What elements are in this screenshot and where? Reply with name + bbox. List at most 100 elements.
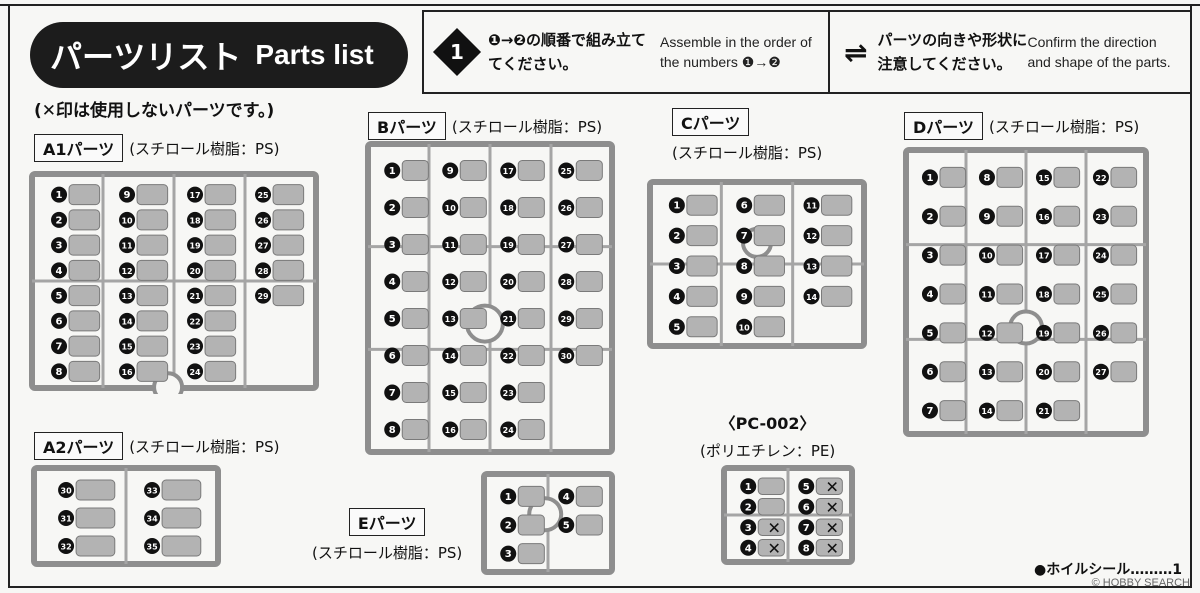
sprue-d-part-9 bbox=[996, 205, 1024, 227]
sprue-b-number-1: 1 bbox=[389, 166, 396, 177]
sprue-a1-number-10: 10 bbox=[121, 216, 133, 225]
sprue-c-part-3 bbox=[686, 255, 718, 277]
section-d-header: Dパーツ (スチロール樹脂：PS) bbox=[904, 112, 1139, 140]
sprue-d-number-14: 14 bbox=[981, 407, 993, 416]
sprue-b-badge-15 bbox=[442, 384, 459, 401]
sprue-pc-number-2: 2 bbox=[745, 502, 752, 513]
title-en: Parts list bbox=[255, 39, 374, 70]
sprue-b-badge-29 bbox=[558, 310, 575, 327]
sprue-b-number-13: 13 bbox=[445, 315, 456, 324]
sprue-d-badge-17 bbox=[1035, 247, 1052, 264]
sprue-d-part-22 bbox=[1110, 166, 1138, 188]
sprue-d-badge-6 bbox=[921, 363, 938, 380]
sprue-b-number-15: 15 bbox=[445, 389, 457, 398]
sprue-d-badge-5 bbox=[921, 324, 938, 341]
section-c-material: (スチロール樹脂：PS) bbox=[672, 144, 823, 162]
sprue-d-number-18: 18 bbox=[1038, 291, 1050, 300]
sprue-c-badge-10 bbox=[736, 318, 753, 335]
sprue-a1-badge-4 bbox=[51, 262, 68, 279]
sprue-b-badge-4 bbox=[384, 273, 401, 290]
sprue-a1-part-11 bbox=[136, 234, 169, 256]
section-b-header: Bパーツ (スチロール樹脂：PS) bbox=[368, 112, 602, 140]
sprue-e-part-4 bbox=[575, 485, 603, 507]
sprue-c-badge-3 bbox=[668, 258, 685, 274]
sprue-b-badge-19 bbox=[500, 236, 517, 253]
sprue-pc-number-3: 3 bbox=[745, 523, 752, 534]
sprue-b-badge-9 bbox=[442, 162, 459, 179]
sprue-a1-part-26 bbox=[272, 209, 305, 231]
sprue-c-badge-6 bbox=[736, 197, 753, 214]
sprue-d-badge-21 bbox=[1035, 402, 1052, 419]
sprue-a2-badge-33 bbox=[144, 482, 161, 498]
sprue-a1-part-7 bbox=[68, 335, 101, 357]
sprue-d-badge-20 bbox=[1035, 363, 1052, 380]
sprue-a1-number-22: 22 bbox=[189, 317, 200, 326]
sprue-b-part-3 bbox=[401, 234, 429, 255]
sprue-a1-badge-14 bbox=[119, 312, 136, 329]
section-a1-header: A1パーツ (スチロール樹脂：PS) bbox=[34, 134, 279, 162]
sprue-a2-badge-31 bbox=[58, 510, 75, 526]
sprue-pc-part-5 bbox=[815, 477, 843, 495]
sprue-d-number-7: 7 bbox=[926, 406, 933, 417]
sprue-pc-part-6 bbox=[815, 498, 843, 516]
sprue-d-number-24: 24 bbox=[1095, 252, 1107, 261]
sprue-a1-svg: 1234567891011121314151617181920212223242… bbox=[29, 171, 319, 394]
sprue-e-badge-4 bbox=[558, 488, 575, 505]
sprue-a1-badge-9 bbox=[119, 186, 136, 203]
sprue-c-number-11: 11 bbox=[806, 202, 818, 211]
sprue-d-part-20 bbox=[1053, 361, 1081, 383]
sprue-d-part-23 bbox=[1110, 205, 1138, 227]
sprue-a1-number-27: 27 bbox=[257, 242, 268, 251]
sprue-d-part-4 bbox=[939, 283, 967, 305]
sprue-a1-number-25: 25 bbox=[257, 191, 269, 200]
sprue-d-part-18 bbox=[1053, 283, 1081, 305]
sprue-b-part-6 bbox=[401, 345, 429, 366]
sprue-a1-number-11: 11 bbox=[121, 242, 133, 251]
sprue-a1-number-5: 5 bbox=[56, 291, 63, 302]
sprue-b-part-10 bbox=[459, 197, 487, 218]
sprue-d-number-9: 9 bbox=[983, 212, 990, 223]
sprue-pc-part-3 bbox=[757, 518, 785, 536]
sprue-a1-badge-20 bbox=[187, 262, 204, 279]
sprue-d-number-13: 13 bbox=[981, 368, 992, 377]
sprue-b-part-21 bbox=[517, 308, 545, 329]
sprue-b-badge-8 bbox=[384, 421, 401, 438]
sprue-a1-number-1: 1 bbox=[56, 190, 63, 201]
sprue-a1-part-14 bbox=[136, 310, 169, 332]
sprue-b-part-11 bbox=[459, 234, 487, 255]
sprue-c-part-14 bbox=[821, 285, 853, 307]
sprue-a1-part-3 bbox=[68, 234, 101, 256]
sprue-b-number-11: 11 bbox=[445, 241, 457, 250]
sprue-a1-number-16: 16 bbox=[121, 368, 133, 377]
sprue-e-part-3 bbox=[517, 543, 545, 565]
sprue-a1-number-21: 21 bbox=[189, 292, 201, 301]
sprue-d-part-13 bbox=[996, 361, 1024, 383]
sprue-b-number-27: 27 bbox=[561, 241, 572, 250]
sprue-a2-part-30 bbox=[75, 479, 116, 501]
sprue-b-part-30 bbox=[575, 345, 603, 366]
sprue-e-number-2: 2 bbox=[505, 521, 512, 532]
sprue-a1-number-7: 7 bbox=[56, 342, 63, 353]
sprue-a1-badge-5 bbox=[51, 287, 68, 304]
sprue-c-number-13: 13 bbox=[806, 263, 817, 272]
sprue-c-badge-4 bbox=[668, 288, 685, 305]
sprue-b-badge-22 bbox=[500, 347, 517, 364]
sprue-a1-part-22 bbox=[204, 310, 237, 332]
sprue-d-part-5 bbox=[939, 322, 967, 344]
sprue-d-badge-13 bbox=[978, 363, 995, 380]
sprue-a1-part-19 bbox=[204, 234, 237, 256]
sprue-d-badge-25 bbox=[1092, 286, 1109, 302]
sprue-a1-number-20: 20 bbox=[189, 267, 201, 276]
sprue-a1-part-4 bbox=[68, 259, 101, 281]
sprue-b-number-6: 6 bbox=[389, 351, 396, 362]
sprue-d-part-16 bbox=[1053, 205, 1081, 227]
sprue-b-part-16 bbox=[459, 419, 487, 440]
section-a2-label: A2パーツ bbox=[34, 432, 124, 460]
sprue-a2-badge-30 bbox=[58, 482, 75, 498]
sprue-e-number-1: 1 bbox=[505, 492, 512, 503]
sprue-a1-number-14: 14 bbox=[121, 317, 133, 326]
sprue-d-part-19 bbox=[1053, 322, 1081, 344]
watermark-text: © HOBBY SEARCH bbox=[1091, 577, 1190, 589]
